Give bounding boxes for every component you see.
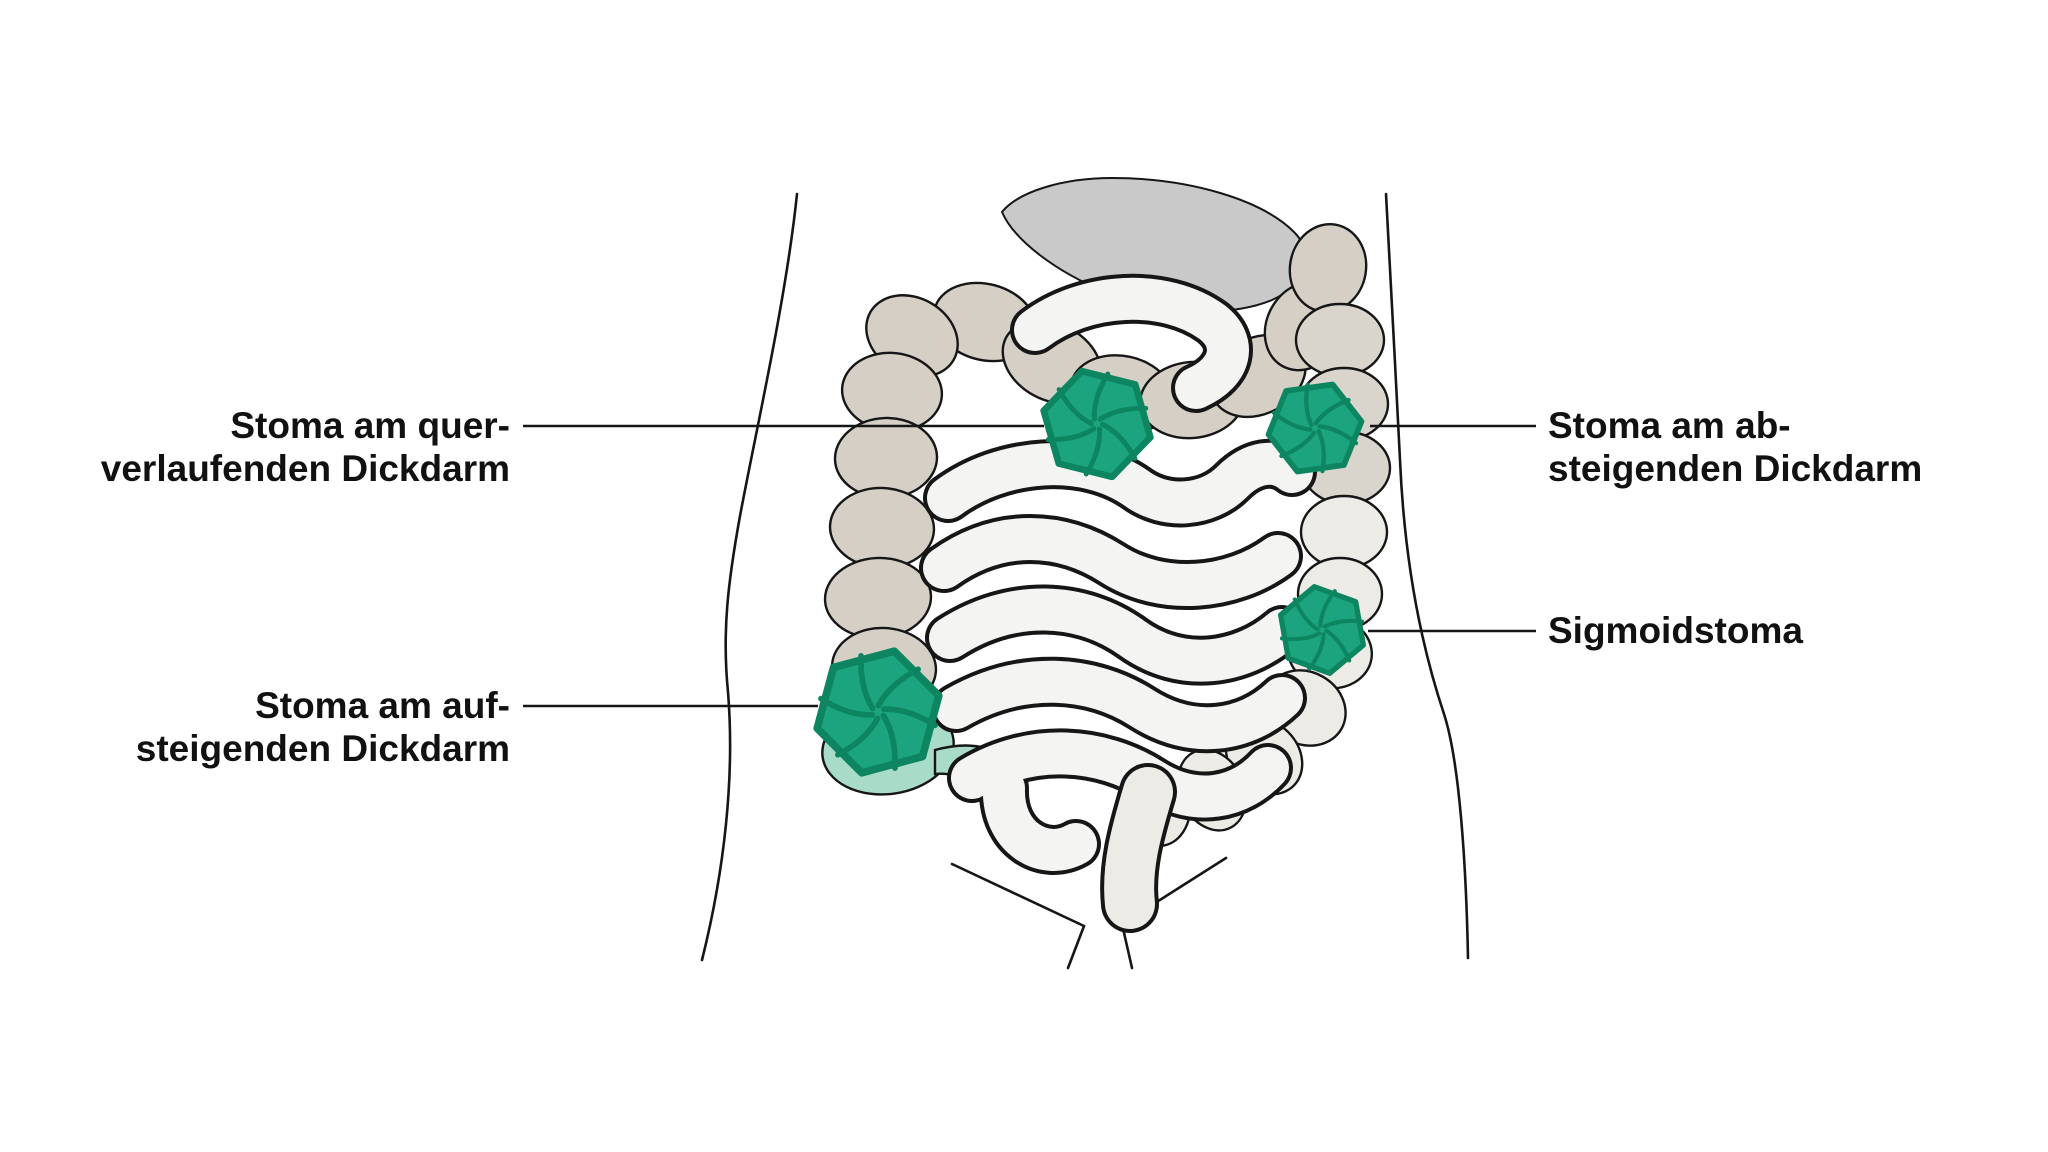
torso-right-contour [1384, 192, 1470, 960]
label-ascending-line2: steigenden Dickdarm [135, 728, 510, 769]
groin-left-line [950, 862, 1086, 970]
label-ascending-stoma: Stoma am auf- steigenden Dickdarm [136, 684, 510, 770]
label-descending-line1: Stoma am ab- [1548, 405, 1791, 446]
label-ascending-line1: Stoma am auf- [255, 685, 510, 726]
label-transverse-line1: Stoma am quer- [230, 405, 510, 446]
label-sigmoid-line1: Sigmoidstoma [1548, 610, 1803, 651]
label-descending-stoma: Stoma am ab- steigenden Dickdarm [1548, 404, 1922, 490]
rectum [1129, 792, 1148, 904]
label-sigmoid-stoma: Sigmoidstoma [1548, 609, 1803, 652]
torso-outline [700, 192, 1470, 970]
label-transverse-line2: verlaufenden Dickdarm [100, 448, 510, 489]
torso-left-contour [700, 192, 799, 962]
label-transverse-stoma: Stoma am quer- verlaufenden Dickdarm [101, 404, 510, 490]
label-descending-line2: steigenden Dickdarm [1548, 448, 1923, 489]
